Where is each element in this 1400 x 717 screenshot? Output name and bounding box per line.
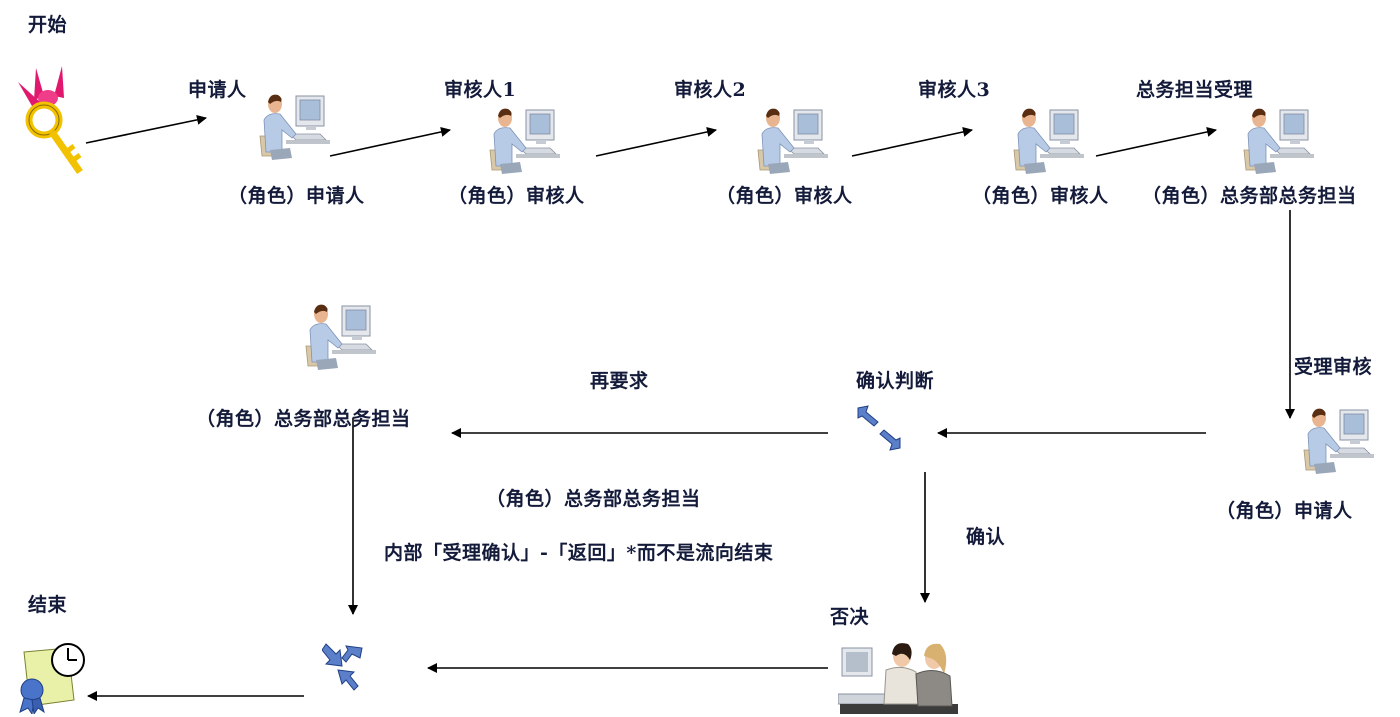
person-computer-icon bbox=[757, 108, 829, 175]
people-at-computer-icon bbox=[838, 643, 958, 714]
end-label: 结束 bbox=[28, 594, 68, 616]
step-label-reviewer3: 审核人3 bbox=[918, 79, 991, 101]
arrow-start-to-applicant bbox=[85, 114, 207, 144]
rerequest-note: 内部「受理确认」-「返回」*而不是流向结束 bbox=[384, 542, 774, 564]
accept-review-label: 受理审核 bbox=[1294, 356, 1373, 378]
decision-split-arrows-icon bbox=[857, 405, 901, 451]
merge-arrows-icon bbox=[322, 643, 363, 691]
arrow-reviewer1-to-reviewer2 bbox=[595, 127, 717, 157]
document-clock-icon bbox=[19, 643, 85, 714]
person-computer-icon bbox=[1243, 108, 1315, 175]
rerequest-role-label-2: （角色）总务部总务担当 bbox=[486, 488, 701, 510]
arrow-applicant-to-reviewer1 bbox=[329, 127, 451, 157]
key-icon bbox=[18, 66, 83, 175]
role-label-reviewer3: （角色）审核人 bbox=[972, 185, 1109, 207]
confirm-label: 确认 bbox=[966, 526, 1006, 548]
role-label-affairs: （角色）总务部总务担当 bbox=[1142, 185, 1357, 207]
step-label-reviewer1: 审核人1 bbox=[444, 79, 517, 101]
person-computer-icon bbox=[305, 304, 377, 371]
person-computer-icon bbox=[259, 94, 331, 161]
person-computer-icon bbox=[1013, 108, 1085, 175]
role-label-applicant: （角色）申请人 bbox=[228, 185, 365, 207]
arrow-reviewer3-to-affairs bbox=[1095, 127, 1217, 157]
accept-review-role-label: （角色）申请人 bbox=[1216, 500, 1353, 522]
rerequest-label: 再要求 bbox=[590, 370, 649, 392]
step-label-applicant: 申请人 bbox=[188, 79, 247, 101]
start-label: 开始 bbox=[28, 14, 68, 36]
person-computer-icon bbox=[489, 108, 561, 175]
step-label-affairs: 总务担当受理 bbox=[1136, 79, 1254, 101]
role-label-reviewer2: （角色）审核人 bbox=[716, 185, 853, 207]
rerequest-role-label: （角色）总务部总务担当 bbox=[196, 408, 411, 430]
person-computer-icon bbox=[1303, 408, 1375, 475]
reject-label: 否决 bbox=[830, 606, 870, 628]
role-label-reviewer1: （角色）审核人 bbox=[448, 185, 585, 207]
arrow-reviewer2-to-reviewer3 bbox=[851, 127, 973, 157]
decision-label: 确认判断 bbox=[856, 370, 935, 392]
step-label-reviewer2: 审核人2 bbox=[674, 79, 747, 101]
